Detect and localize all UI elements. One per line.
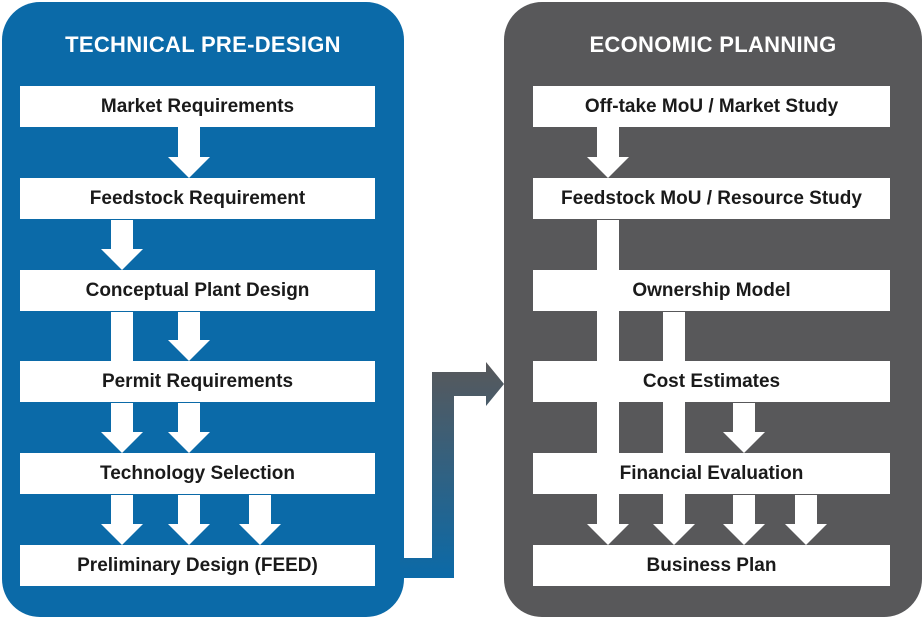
technical-step-1: Market Requirements xyxy=(20,86,375,127)
arrow-left-8 xyxy=(168,495,210,545)
arrow-right-5 xyxy=(723,495,765,545)
technical-panel-title: TECHNICAL PRE-DESIGN xyxy=(65,32,341,57)
economic-step-5: Financial Evaluation xyxy=(533,453,890,494)
arrow-left-7 xyxy=(101,495,143,545)
arrow-right-3 xyxy=(653,312,695,545)
arrow-left-1 xyxy=(168,127,210,178)
economic-step-4: Cost Estimates xyxy=(533,361,890,402)
arrow-left-9 xyxy=(239,495,281,545)
arrow-right-1 xyxy=(587,127,629,178)
economic-step-6: Business Plan xyxy=(533,545,890,586)
technical-step-5: Technology Selection xyxy=(20,453,375,494)
economic-step-1: Off-take MoU / Market Study xyxy=(533,86,890,127)
economic-step-2: Feedstock MoU / Resource Study xyxy=(533,178,890,219)
arrow-left-2 xyxy=(101,220,143,270)
economic-panel-title: ECONOMIC PLANNING xyxy=(589,32,837,57)
arrow-left-5 xyxy=(101,403,143,453)
economic-step-3: Ownership Model xyxy=(533,270,890,311)
arrow-right-6 xyxy=(785,495,827,545)
technical-step-6: Preliminary Design (FEED) xyxy=(20,545,375,586)
technical-step-3: Conceptual Plant Design xyxy=(20,270,375,311)
arrow-left-4 xyxy=(168,312,210,361)
arrow-right-4 xyxy=(723,403,765,453)
connector-arrow xyxy=(400,362,504,578)
technical-step-4: Permit Requirements xyxy=(20,361,375,402)
arrow-left-3 xyxy=(111,312,133,361)
technical-step-2: Feedstock Requirement xyxy=(20,178,375,219)
arrow-left-6 xyxy=(168,403,210,453)
